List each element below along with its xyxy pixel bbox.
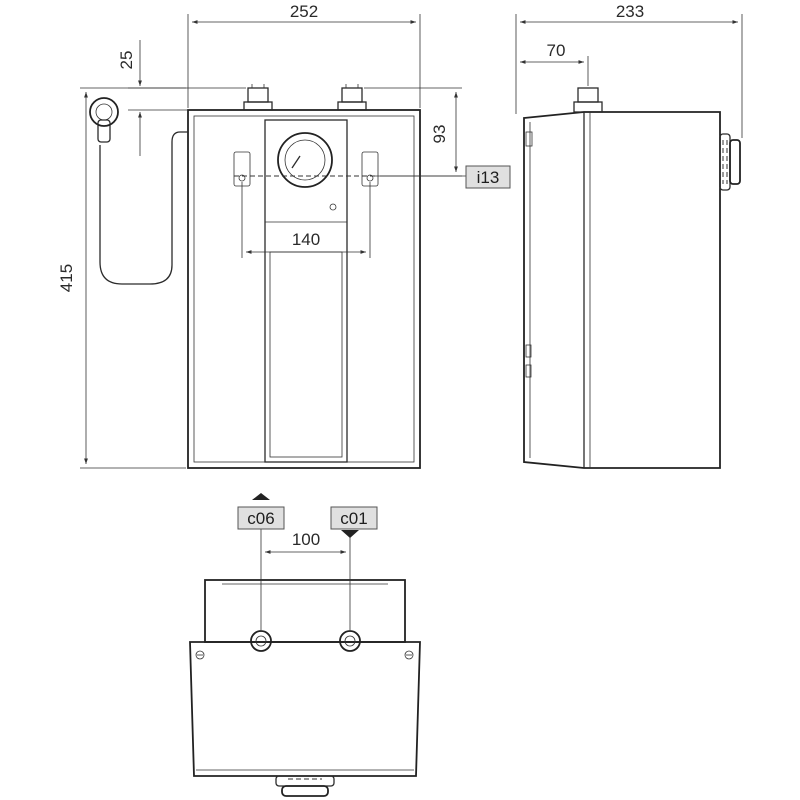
top-dimensions [252, 493, 359, 630]
panel-window [269, 251, 343, 458]
front-body-outline [187, 109, 421, 469]
dim-connection-25: 25 [117, 51, 136, 70]
top-connection-left [243, 84, 273, 111]
label-c01: c01 [330, 506, 378, 530]
control-panel [264, 119, 348, 463]
mount-hole-right [361, 151, 379, 187]
dim-depth-233: 233 [616, 2, 644, 21]
mount-hole-left [233, 151, 251, 187]
bottom-knob [275, 775, 335, 797]
svg-text:i13: i13 [477, 168, 500, 187]
side-knob [719, 133, 741, 191]
connection-cold [250, 630, 272, 652]
label-c06: c06 [237, 506, 285, 530]
dim-width-252: 252 [290, 2, 318, 21]
top-back-block [204, 579, 406, 643]
dim-height-415: 415 [57, 264, 76, 292]
top-connection-right [337, 84, 367, 111]
dim-connection-100: 100 [292, 530, 320, 549]
label-i13: i13 [465, 165, 511, 189]
top-view [189, 579, 421, 797]
side-view [523, 87, 741, 469]
dim-mount-93: 93 [430, 125, 449, 144]
side-dimensions [515, 14, 743, 138]
side-body-outline [523, 111, 721, 469]
side-connection [573, 87, 603, 113]
front-body-inner [193, 115, 415, 463]
dim-offset-70: 70 [547, 41, 566, 60]
front-dimensions [80, 14, 466, 469]
power-plug [89, 97, 119, 143]
temperature-dial [277, 132, 333, 188]
screw-right [404, 650, 414, 660]
svg-text:c06: c06 [247, 509, 274, 528]
front-view [89, 84, 421, 469]
cold-arrow-icon [252, 493, 270, 500]
svg-text:c01: c01 [340, 509, 367, 528]
power-cable [99, 131, 188, 285]
screw-left [195, 650, 205, 660]
connection-hot [339, 630, 361, 652]
dim-spacing-140: 140 [292, 230, 320, 249]
indicator-lamp [329, 203, 337, 211]
hot-arrow-icon [341, 530, 359, 538]
top-front-panel [189, 641, 421, 777]
